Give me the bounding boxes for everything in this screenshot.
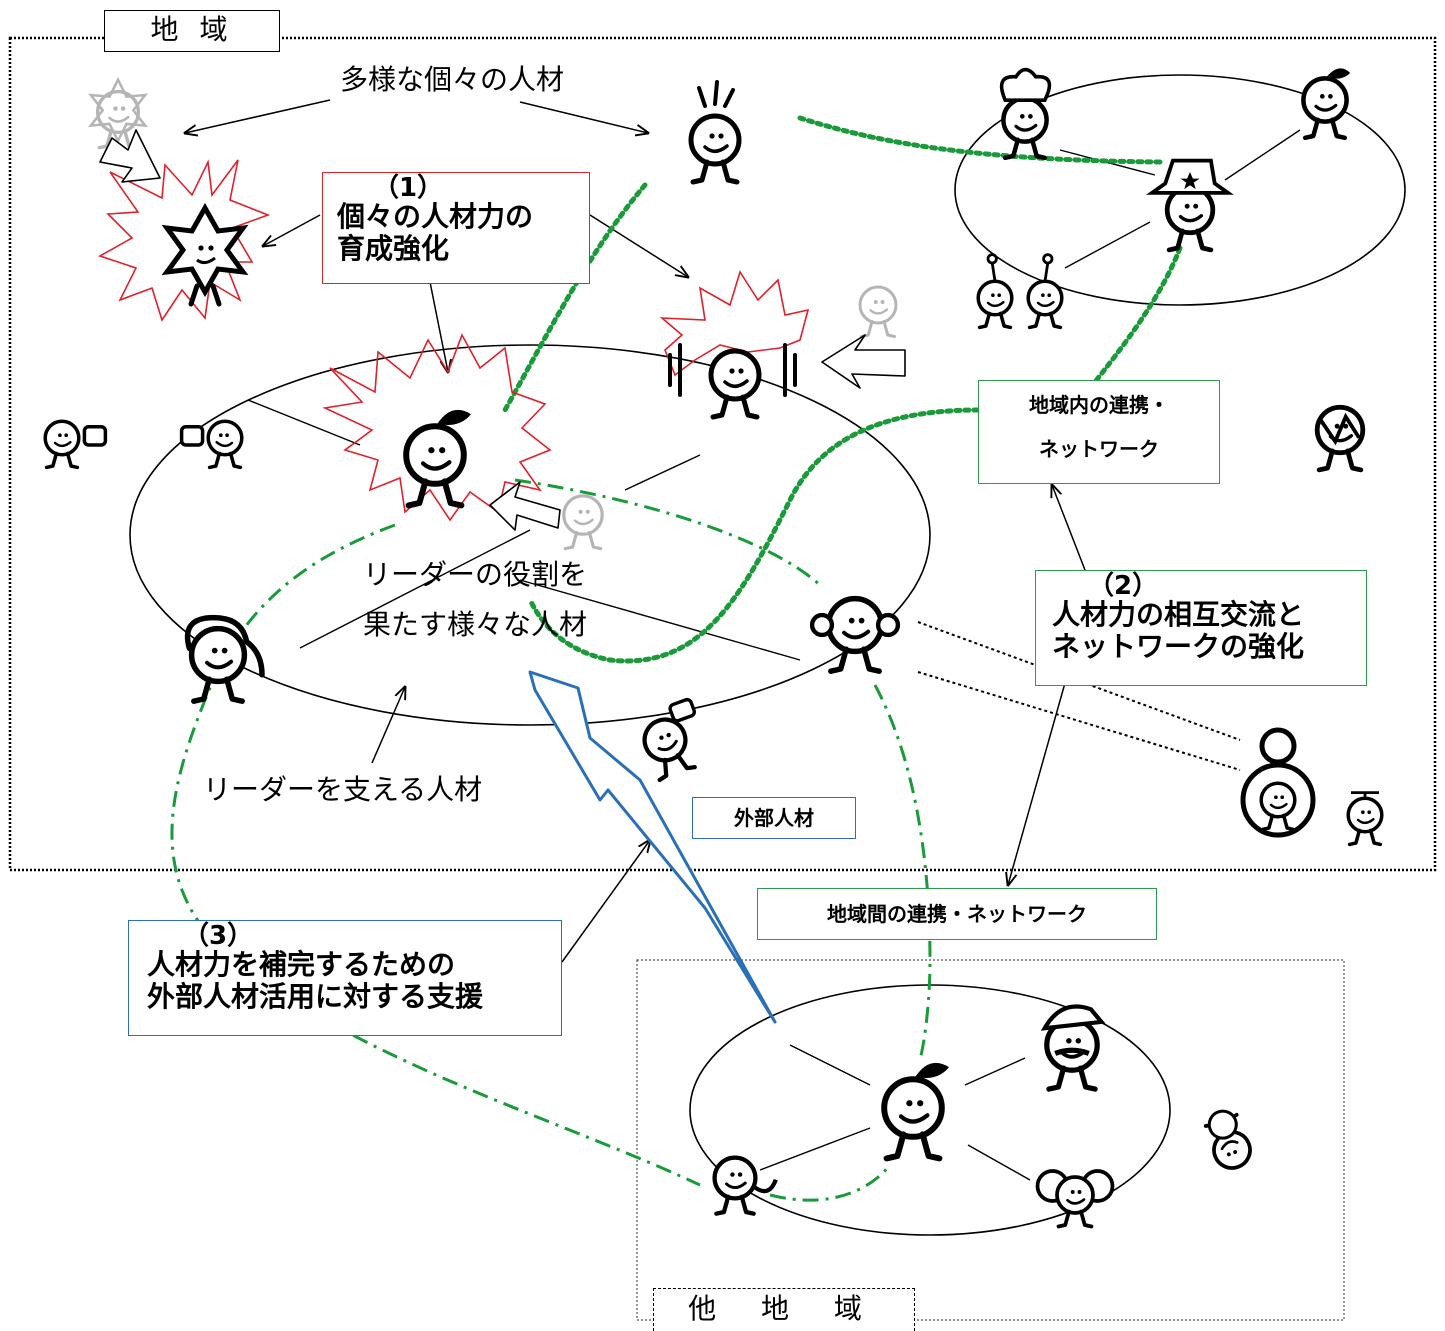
external-talent-box: 外部人材	[692, 797, 856, 839]
figure-beanie-propeller	[1346, 791, 1384, 847]
figure-sweating	[691, 80, 739, 182]
other-region-label: 他 地 域	[653, 1288, 915, 1331]
other-region-frame	[636, 959, 1345, 1321]
inter-network-dashdot-lines	[170, 478, 932, 1202]
intra-network-box: 地域内の連携・ ネットワーク	[978, 380, 1220, 484]
strategy-box-1: （1） 個々の人材力の 育成強化	[322, 172, 590, 284]
strategy-box-1-number: （1）	[373, 173, 444, 203]
strategy-box-1-line1: 個々の人材力の	[337, 200, 534, 233]
leader-group-ellipse	[129, 344, 931, 726]
region-frame	[8, 36, 1437, 872]
figure-pair-left	[43, 419, 108, 470]
strategy-box-3: （3） 人材力を補完するための 外部人材活用に対する支援	[128, 920, 562, 1036]
figure-peach-other	[884, 1062, 949, 1158]
supporting-talent-label: リーダーを支える人材	[203, 773, 483, 806]
strategy-box-2-line2: ネットワークの強化	[1052, 630, 1305, 663]
figure-bell	[668, 343, 797, 417]
figure-antenna-left	[976, 253, 1014, 330]
strategy-box-2-line1: 人材力の相互交流と	[1052, 598, 1305, 631]
figure-faded-star	[87, 76, 149, 150]
leader-role-label-line2: 果たす様々な人材	[363, 608, 588, 641]
support-zigzag-arrow	[528, 670, 777, 1024]
intra-network-line2: ネットワーク	[1039, 437, 1159, 461]
strategy-box-1-line2: 育成強化	[337, 232, 450, 265]
figure-star	[161, 202, 249, 307]
figure-tumbling	[1202, 1109, 1257, 1175]
figure-antenna-right	[1026, 253, 1064, 330]
figure-saxophone	[715, 1158, 778, 1214]
figure-group-bubbles	[1035, 1169, 1115, 1229]
figure-faded-bell	[858, 285, 898, 338]
figure-zigzag	[1317, 407, 1363, 470]
figure-mustache	[1040, 1004, 1106, 1090]
leader-role-label-line1: リーダーの役割を	[363, 558, 588, 591]
strategy-box-2: （2） 人材力の相互交流と ネットワークの強化	[1035, 570, 1367, 686]
growth-outline-arrows	[99, 129, 906, 531]
strategy-box-3-line1: 人材力を補完するための	[147, 948, 456, 981]
figure-ring	[1240, 727, 1316, 838]
figure-faded-peach	[562, 494, 604, 551]
arrows	[185, 99, 1086, 963]
region-label: 地 域	[104, 10, 280, 52]
figure-apple	[1303, 68, 1351, 137]
network-group-ellipse	[954, 74, 1406, 306]
connection-lines	[247, 129, 1301, 1181]
figure-curly-hair	[184, 614, 265, 702]
figure-peach-leader	[406, 409, 471, 505]
strategy-box-3-line2: 外部人材活用に対する支援	[147, 980, 484, 1013]
figure-pair-right	[179, 419, 244, 470]
highlight-bursts	[98, 159, 810, 522]
figure-chef	[999, 67, 1052, 158]
intra-network-dotted-lines	[502, 115, 1183, 664]
figure-headphones	[809, 599, 901, 672]
strategy-box-2-number: （2）	[1088, 571, 1159, 601]
strategy-box-3-number: （3）	[183, 921, 254, 951]
figure-propeller	[635, 697, 712, 780]
inter-network-box: 地域間の連携・ネットワーク	[757, 888, 1157, 940]
intra-network-line1: 地域内の連携・	[1029, 393, 1169, 417]
figure-cowboy	[1146, 158, 1234, 250]
diverse-talent-label: 多様な個々の人材	[340, 63, 565, 96]
